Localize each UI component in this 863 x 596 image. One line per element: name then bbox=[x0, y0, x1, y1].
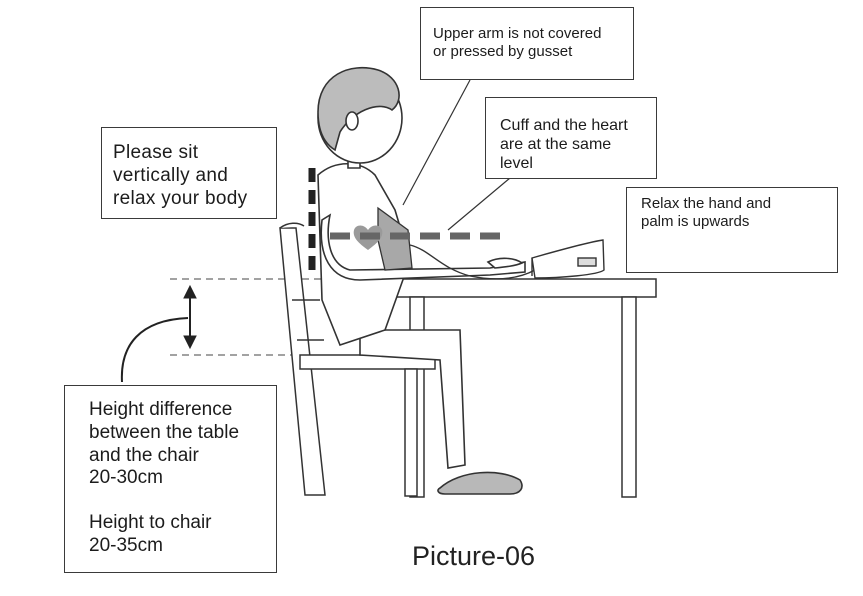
height-double-arrow bbox=[183, 284, 197, 350]
person bbox=[317, 66, 526, 495]
height-info-callout: Height difference between the table and … bbox=[64, 385, 277, 573]
relax-hand-callout: Relax the hand and palm is upwards bbox=[626, 187, 838, 273]
height-to-chair-text: Height to chair 20-35cm bbox=[89, 512, 212, 556]
cuff-tube bbox=[409, 244, 536, 280]
bp-monitor bbox=[531, 239, 605, 279]
relax-hand-text: Relax the hand and palm is upwards bbox=[641, 195, 772, 230]
height-difference-text: Height difference between the table and … bbox=[89, 399, 240, 489]
figure-caption: Picture-06 bbox=[412, 541, 536, 571]
cuff-heart-text: Cuff and the heart are at the same level bbox=[500, 117, 628, 173]
cuff-heart-callout: Cuff and the heart are at the same level bbox=[485, 97, 657, 179]
upper-arm-callout: Upper arm is not covered or pressed by g… bbox=[420, 7, 634, 80]
sit-upright-text: Please sit vertically and relax your bod… bbox=[113, 142, 248, 209]
upper-arm-leader bbox=[402, 79, 471, 206]
cuff-heart-leader bbox=[447, 177, 511, 231]
chair bbox=[279, 222, 436, 497]
sit-upright-callout: Please sit vertically and relax your bod… bbox=[101, 127, 277, 219]
height-pointer-curve bbox=[120, 317, 189, 383]
table bbox=[389, 278, 657, 498]
upper-arm-text: Upper arm is not covered or pressed by g… bbox=[433, 25, 602, 60]
